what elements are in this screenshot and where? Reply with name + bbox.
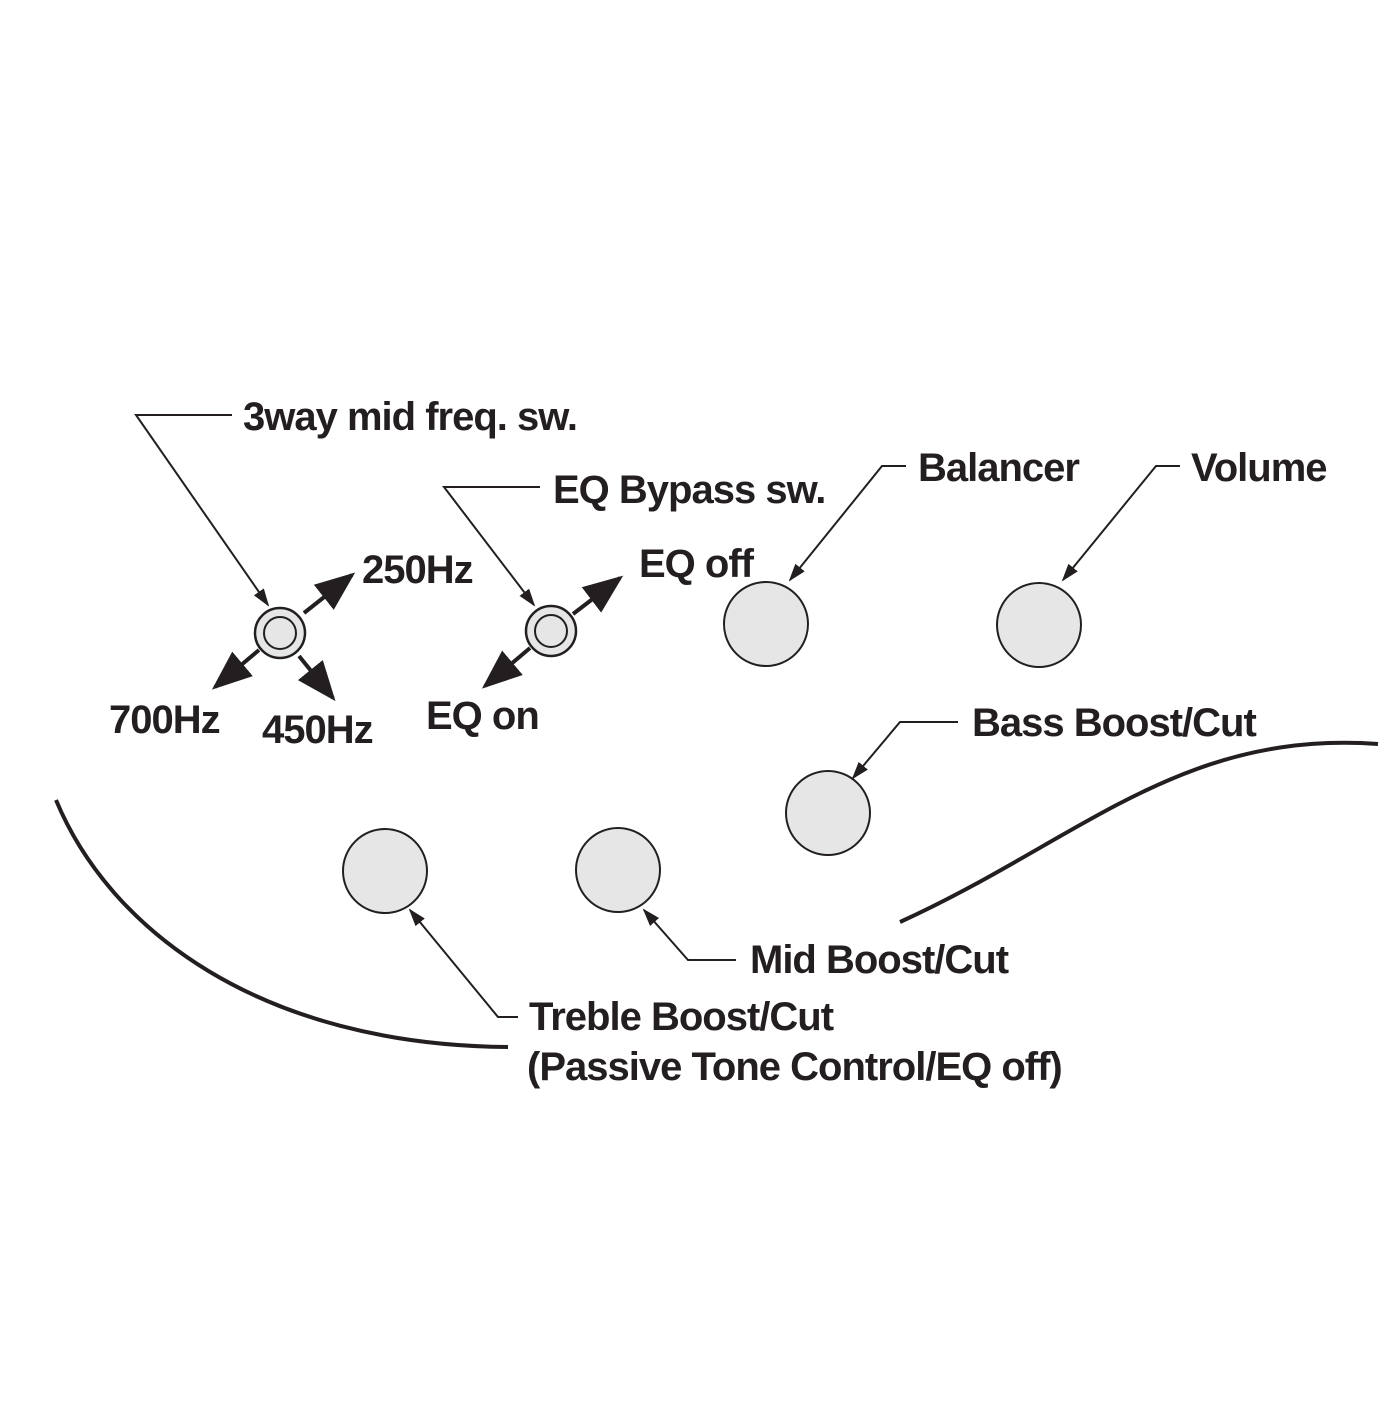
volume-knob[interactable]	[996, 582, 1082, 668]
treble-label-line1: Treble Boost/Cut	[529, 995, 834, 1039]
treble-knob[interactable]	[342, 828, 428, 914]
freq-450hz-label: 450Hz	[262, 708, 373, 752]
mid-freq-switch-label: 3way mid freq. sw.	[243, 395, 577, 439]
mid-freq-leader	[134, 414, 270, 607]
body-outline-left	[54, 799, 509, 1049]
treble-label-line2: (Passive Tone Control/EQ off)	[527, 1045, 1062, 1089]
eq-off-label: EQ off	[639, 542, 755, 586]
bass-knob[interactable]	[785, 770, 871, 856]
freq-250hz-label: 250Hz	[362, 548, 473, 592]
freq-700hz-label: 700Hz	[109, 698, 220, 742]
eq-on-label: EQ on	[426, 694, 539, 738]
eq-bypass-switch-label: EQ Bypass sw.	[553, 468, 825, 512]
bass-label: Bass Boost/Cut	[972, 701, 1256, 745]
mid-knob[interactable]	[575, 827, 661, 913]
toggle-switch-inner-ring	[534, 614, 568, 648]
arrow-to-700hz	[211, 648, 261, 690]
arrow-to-450hz	[297, 654, 336, 702]
volume-leader	[1061, 465, 1180, 582]
eq-bypass-switch[interactable]	[524, 604, 578, 658]
arrow-to-eq-on	[481, 646, 532, 689]
balancer-leader	[788, 465, 906, 582]
mid-label: Mid Boost/Cut	[750, 938, 1009, 982]
eq-bypass-leader	[441, 486, 540, 607]
treble-leader	[408, 908, 518, 1018]
toggle-switch-inner-ring	[263, 616, 297, 650]
arrow-to-250hz	[302, 572, 356, 615]
mid-leader	[642, 908, 736, 961]
body-outline-right	[899, 740, 1379, 924]
balancer-knob[interactable]	[723, 581, 809, 667]
balancer-label: Balancer	[918, 446, 1079, 490]
arrow-to-eq-off	[571, 575, 624, 616]
volume-label: Volume	[1191, 446, 1327, 490]
bass-leader	[851, 721, 958, 780]
mid-freq-switch[interactable]	[253, 606, 307, 660]
